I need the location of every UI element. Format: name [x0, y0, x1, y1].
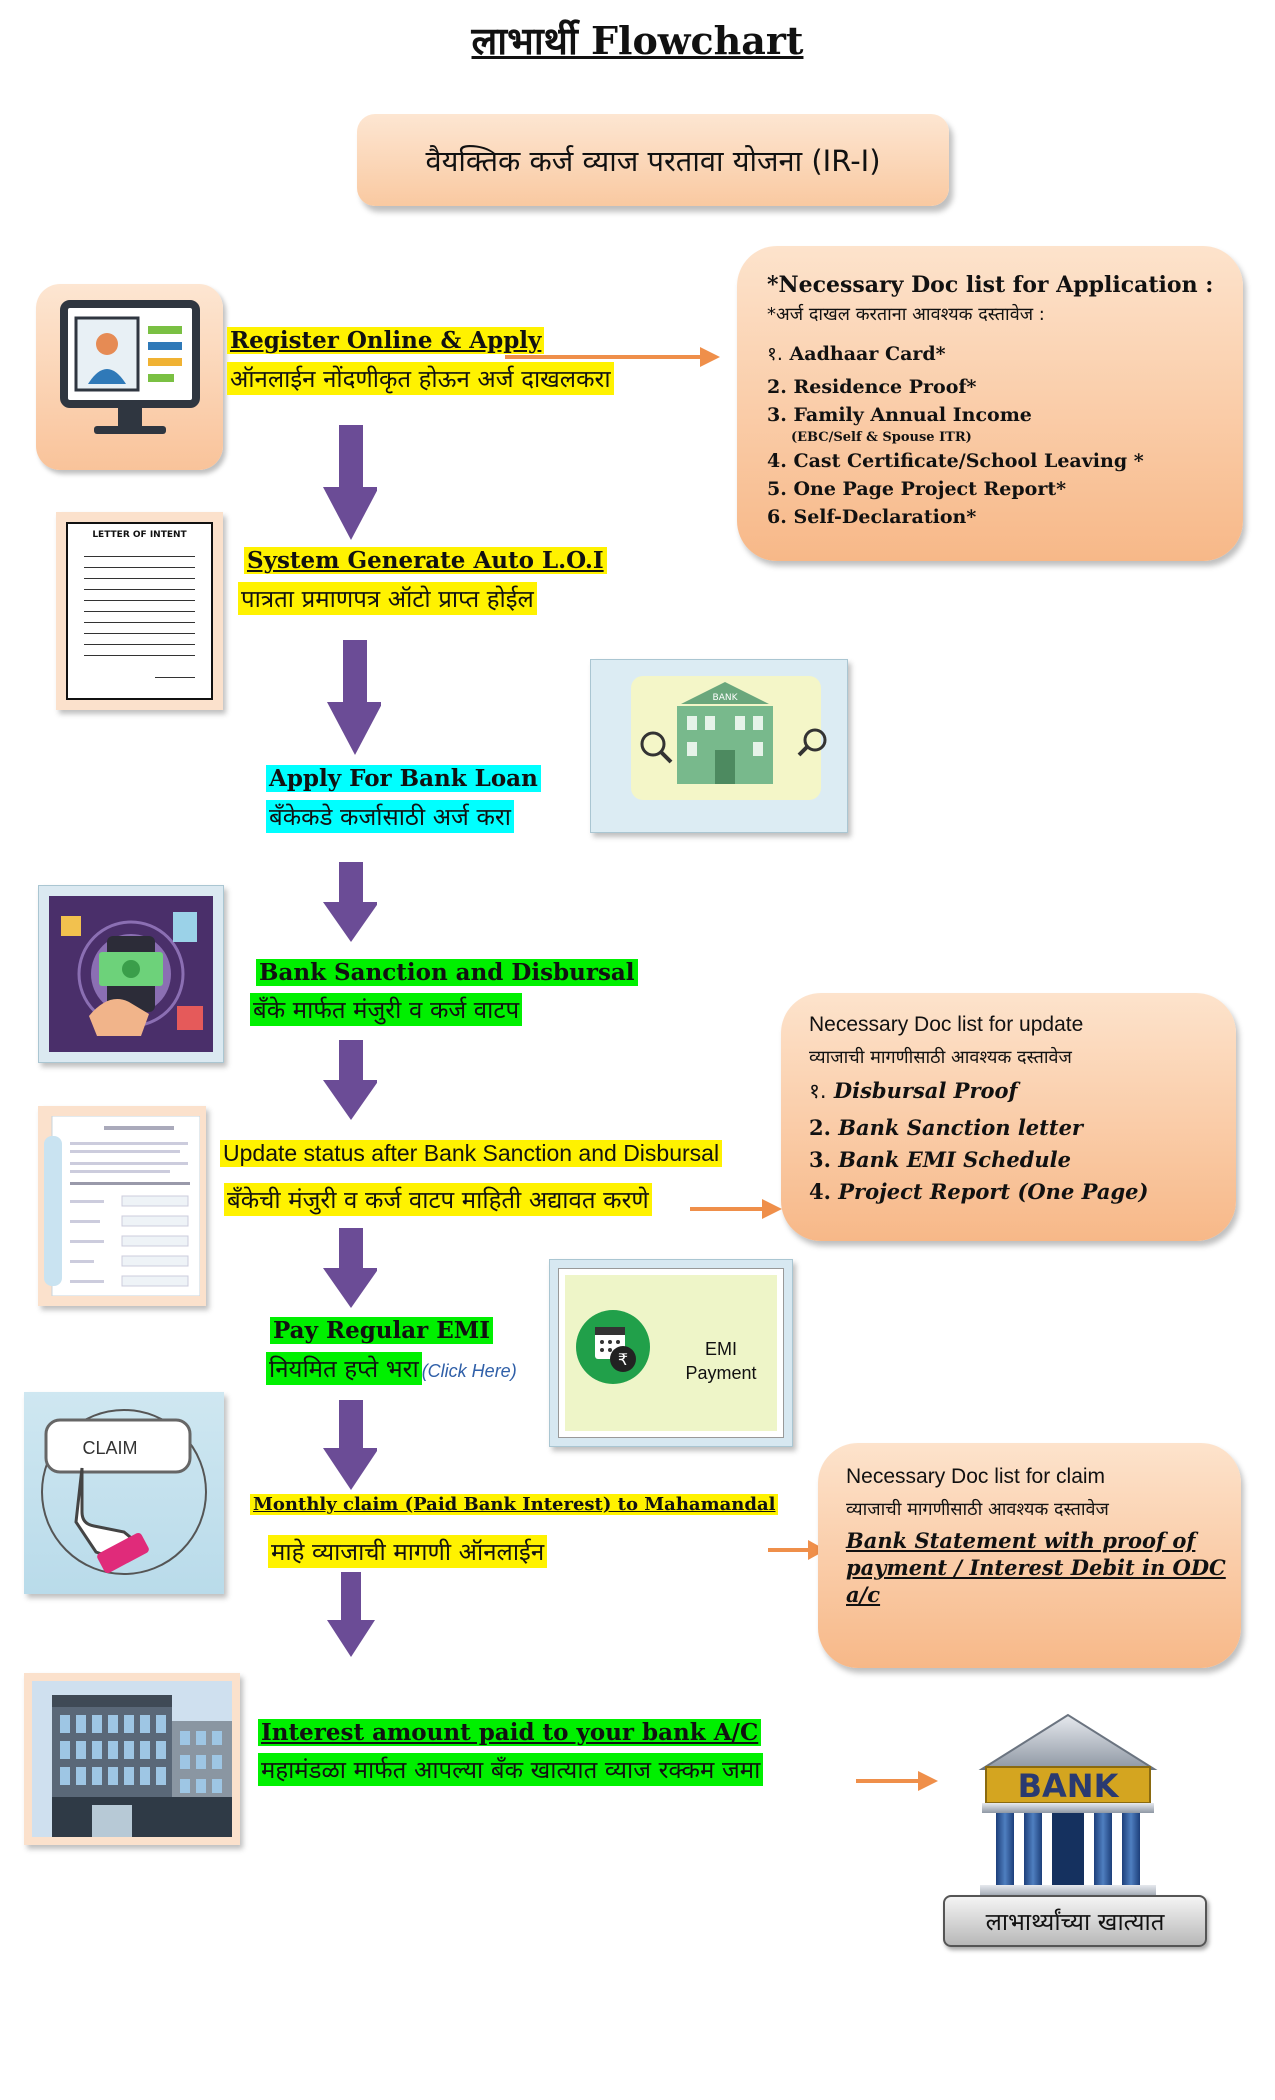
step-loi-mr: पात्रता प्रमाणपत्र ऑटो प्राप्त होईल	[238, 582, 537, 615]
step-paid-mr: महामंडळा मार्फत आपल्या बँक खात्यात व्याज…	[258, 1753, 764, 1786]
claim-docs-box: Necessary Doc list for claim व्याजाची मा…	[818, 1443, 1241, 1668]
emi-payment-label: EMI Payment	[685, 1339, 757, 1383]
letter-title: LETTER OF INTENT	[92, 530, 187, 540]
update-docs-title: Necessary Doc list for update	[809, 1013, 1084, 1036]
claim-button-label: CLAIM	[82, 1438, 137, 1458]
arrow-right-to-app-docs	[505, 347, 720, 367]
beneficiary-account-label-box: लाभार्थ्यांच्या खात्यात	[943, 1895, 1207, 1947]
step-register-mr: ऑनलाईन नोंदणीकृत होऊन अर्ज दाखलकरा	[227, 362, 614, 395]
update-docs-list: १. Disbursal Proof 2. Bank Sanction lett…	[809, 1077, 1236, 1211]
arrow-down-2	[327, 640, 381, 755]
arrow-right-to-update-docs	[690, 1199, 782, 1219]
bank-icon: BANK	[978, 1713, 1158, 1899]
letter-of-intent-icon: LETTER OF INTENT	[66, 522, 213, 700]
claim-button-icon: CLAIM	[41, 1409, 207, 1575]
step-update-en: Update status after Bank Sanction and Di…	[220, 1140, 723, 1167]
loan-application-form-icon	[44, 1115, 201, 1297]
scheme-title-box: वैयक्तिक कर्ज व्याज परतावा योजना (IR-I)	[357, 114, 949, 206]
arrow-down-6	[323, 1400, 377, 1490]
step-apply-loan-mr: बँकेकडे कर्जासाठी अर्ज करा	[266, 800, 514, 833]
arrow-down-3	[323, 862, 377, 942]
emi-calendar-icon: ₹	[576, 1310, 650, 1384]
list-item: १. Disbursal Proof	[809, 1078, 1018, 1103]
computer-profile-icon	[60, 300, 200, 434]
step-claim-mr: माहे व्याजाची मागणी ऑनलाईन	[268, 1535, 548, 1568]
claim-docs-subtitle: व्याजाची मागणीसाठी आवश्यक दस्तावेज	[846, 1499, 1109, 1520]
update-docs-box: Necessary Doc list for update व्याजाची म…	[781, 993, 1236, 1241]
bank-illustration-box: BANK	[590, 659, 848, 833]
application-docs-subtitle: *अर्ज दाखल करताना आवश्यक दस्तावेज :	[767, 304, 1045, 325]
step-emi-mr: नियमित हप्ते भरा	[266, 1352, 422, 1385]
computer-profile-icon-box	[36, 284, 223, 470]
step-paid-en: Interest amount paid to your bank A/C	[258, 1719, 762, 1746]
list-item: 6. Self-Declaration*	[767, 506, 977, 528]
list-item-note: (EBC/Self & Spouse ITR)	[791, 430, 972, 445]
claim-docs-title: Necessary Doc list for claim	[846, 1465, 1106, 1488]
svg-text:₹: ₹	[618, 1350, 628, 1369]
arrow-right-to-claim-docs	[768, 1540, 826, 1560]
step-update-mr: बँकेची मंजुरी व कर्ज वाटप माहिती अद्यावत…	[224, 1183, 652, 1216]
money-phone-icon	[49, 896, 213, 1052]
list-item: 5. One Page Project Report*	[767, 478, 1067, 500]
step-loi-en: System Generate Auto L.O.I	[244, 547, 607, 574]
step-register-en: Register Online & Apply	[227, 327, 545, 354]
office-building-icon	[32, 1681, 232, 1837]
list-item: 4. Cast Certificate/School Leaving *	[767, 450, 1144, 472]
application-docs-list: १. Aadhaar Card* 2. Residence Proof* 3. …	[767, 340, 1243, 534]
list-item: १. Aadhaar Card*	[767, 343, 946, 365]
step-emi-en: Pay Regular EMI	[270, 1317, 494, 1344]
arrow-right-to-bank	[856, 1771, 938, 1791]
emi-payment-illustration-box[interactable]: ₹ EMI Payment	[549, 1259, 793, 1447]
bank-sign-text: BANK	[1018, 1767, 1120, 1805]
arrow-down-7	[327, 1572, 375, 1657]
step-apply-loan-en: Apply For Bank Loan	[266, 765, 541, 792]
list-item: 2. Bank Sanction letter	[809, 1115, 1083, 1140]
list-item: 4. Project Report (One Page)	[809, 1179, 1149, 1204]
step-sanction-en: Bank Sanction and Disbursal	[256, 959, 638, 986]
letter-of-intent-icon-box: LETTER OF INTENT	[56, 512, 223, 710]
loan-form-illustration-box	[38, 1106, 206, 1306]
arrow-down-4	[323, 1040, 377, 1120]
arrow-down-1	[323, 425, 377, 540]
application-docs-title: *Necessary Doc list for Application :	[767, 272, 1214, 298]
page-title: लाभार्थी Flowchart	[471, 18, 804, 63]
step-claim-en: Monthly claim (Paid Bank Interest) to Ma…	[250, 1494, 779, 1515]
emi-click-here-link[interactable]: (Click Here)	[421, 1361, 517, 1381]
money-transfer-illustration-box	[38, 885, 224, 1063]
list-item: 3. Bank EMI Schedule	[809, 1147, 1071, 1172]
claim-illustration-box: CLAIM	[24, 1392, 224, 1594]
step-sanction-mr: बँके मार्फत मंजुरी व कर्ज वाटप	[250, 993, 523, 1026]
arrow-down-5	[323, 1228, 377, 1308]
bank-building-icon: BANK	[631, 676, 827, 800]
bank-illustration-label: BANK	[713, 693, 739, 703]
claim-docs-body: Bank Statement with proof of payment / I…	[846, 1528, 1226, 1607]
list-item: 2. Residence Proof*	[767, 376, 977, 398]
application-docs-box: *Necessary Doc list for Application : *अ…	[737, 246, 1243, 561]
office-building-illustration-box	[24, 1673, 240, 1845]
scheme-title: वैयक्तिक कर्ज व्याज परतावा योजना (IR-I)	[425, 143, 881, 178]
list-item: 3. Family Annual Income	[767, 404, 1032, 426]
update-docs-subtitle: व्याजाची मागणीसाठी आवश्यक दस्तावेज	[809, 1047, 1072, 1068]
beneficiary-account-label: लाभार्थ्यांच्या खात्यात	[985, 1907, 1165, 1936]
